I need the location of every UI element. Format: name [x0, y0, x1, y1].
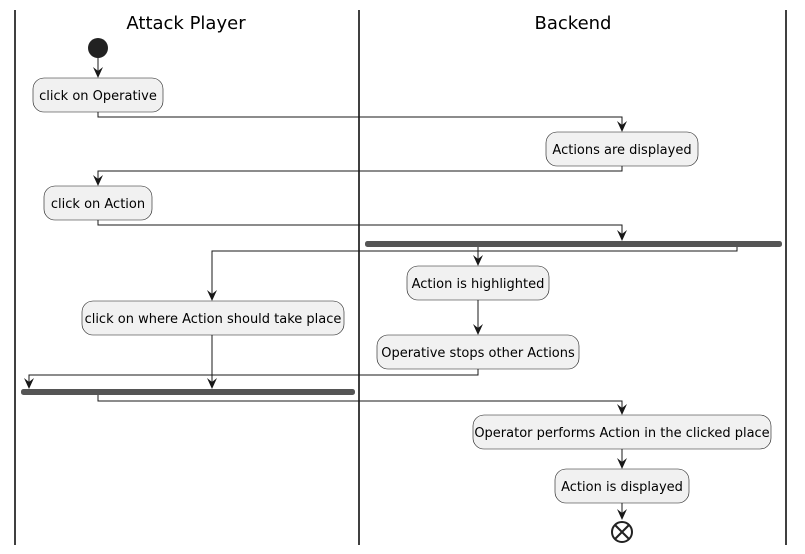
flow-lines [28, 58, 738, 514]
activity-operator-performs-action: Operator performs Action in the clicked … [472, 414, 772, 450]
activity-click-on-action: click on Action [43, 185, 153, 221]
activity-label: click on Operative [39, 89, 157, 104]
activity-label: Operator performs Action in the clicked … [474, 426, 769, 441]
activity-label: Operative stops other Actions [381, 346, 575, 361]
start-node [88, 38, 108, 58]
activity-operative-stops-other-actions: Operative stops other Actions [376, 334, 580, 370]
activity-label: Action is displayed [561, 480, 683, 495]
activity-label: click on Action [51, 197, 145, 212]
fork-bar [365, 241, 782, 247]
swimlane-title-backend: Backend [535, 13, 612, 34]
end-node [611, 521, 633, 543]
activity-click-on-operative: click on Operative [32, 77, 164, 113]
activity-label: Actions are displayed [552, 143, 691, 158]
flow-arrowheads [24, 67, 627, 520]
swimlane-title-attack-player: Attack Player [126, 13, 246, 34]
activity-label: Action is highlighted [412, 277, 545, 292]
activity-action-is-displayed: Action is displayed [554, 468, 690, 504]
activity-action-is-highlighted: Action is highlighted [406, 265, 550, 301]
join-bar [21, 389, 355, 395]
activity-click-on-where-action-should-take-place: click on where Action should take place [81, 300, 345, 336]
activity-label: click on where Action should take place [85, 312, 342, 327]
activity-actions-are-displayed: Actions are displayed [545, 131, 699, 167]
